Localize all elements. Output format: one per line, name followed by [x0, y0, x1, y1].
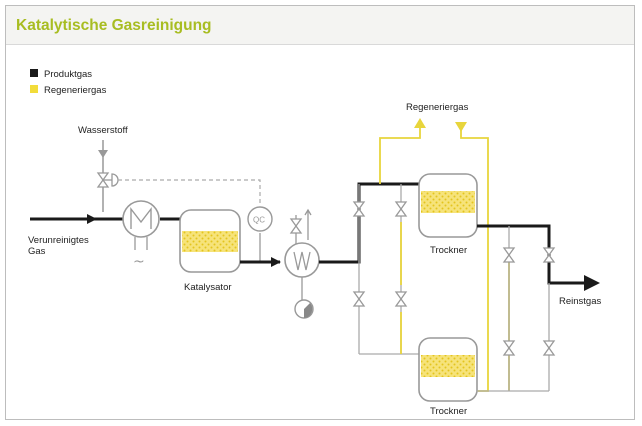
coolant-out-arrow-icon — [304, 208, 312, 216]
valve-out-d-icon — [543, 340, 555, 356]
trockner-bottom-label: Trockner — [430, 406, 467, 417]
feed-label-line2: Gas — [28, 246, 46, 257]
product-outlet-pipe — [477, 224, 588, 285]
cooler-icon — [284, 242, 320, 278]
valve-actuator-icon — [111, 173, 119, 187]
katalysator-packing — [182, 231, 238, 252]
qc-analyzer-icon — [247, 206, 273, 232]
pipe-to-dryer-inlet — [319, 182, 424, 264]
valve-inlet-bottom-icon — [353, 291, 365, 307]
feed-label-line1: Verunreinigtes — [28, 235, 89, 246]
regen-out-arrow-icon — [414, 118, 426, 128]
valve-out-b-icon — [543, 247, 555, 263]
valve-inlet-top-icon — [353, 201, 365, 217]
legend-regen-label: Regeneriergas — [44, 85, 107, 96]
drain-trap-fill — [304, 303, 313, 318]
trockner-bottom-packing — [421, 355, 475, 377]
regen-in-pipe — [460, 128, 489, 226]
diagram-frame: Katalytische Gasreinigung — [5, 5, 635, 420]
header-bar: Katalytische Gasreinigung — [6, 6, 634, 45]
regen-in-arrow-icon — [455, 122, 467, 132]
motor-tilde-icon: ~ — [133, 254, 145, 270]
legend-product-label: Produktgas — [44, 69, 92, 80]
valve-out-c-icon — [503, 340, 515, 356]
wasserstoff-label: Wasserstoff — [78, 125, 128, 136]
cooler-coil-symbol — [293, 251, 311, 271]
hydrogen-arrow-icon — [98, 150, 108, 158]
compressor-m-symbol — [130, 206, 152, 229]
trockner-top-packing — [421, 191, 475, 213]
trockner-top-label: Trockner — [430, 245, 467, 256]
product-arrow-icon — [584, 275, 600, 291]
coolant-valve-icon — [290, 218, 302, 234]
legend-product-swatch — [30, 69, 38, 77]
reinstgas-label: Reinstgas — [559, 296, 601, 307]
control-signal-line — [118, 179, 261, 205]
regen-out-pipe — [379, 128, 421, 184]
regeneriergas-label: Regeneriergas — [406, 102, 469, 113]
qc-label: QC — [253, 216, 265, 225]
compressor-icon — [122, 200, 160, 238]
legend-regen-swatch — [30, 85, 38, 93]
valve-out-a-icon — [503, 247, 515, 263]
feed-arrow-icon — [87, 214, 97, 224]
valve-regen-out-bottom-icon — [395, 291, 407, 307]
flow-arrow-icon — [271, 257, 281, 267]
valve-regen-out-top-icon — [395, 201, 407, 217]
katalysator-label: Katalysator — [184, 282, 232, 293]
diagram-title: Katalytische Gasreinigung — [16, 17, 212, 34]
